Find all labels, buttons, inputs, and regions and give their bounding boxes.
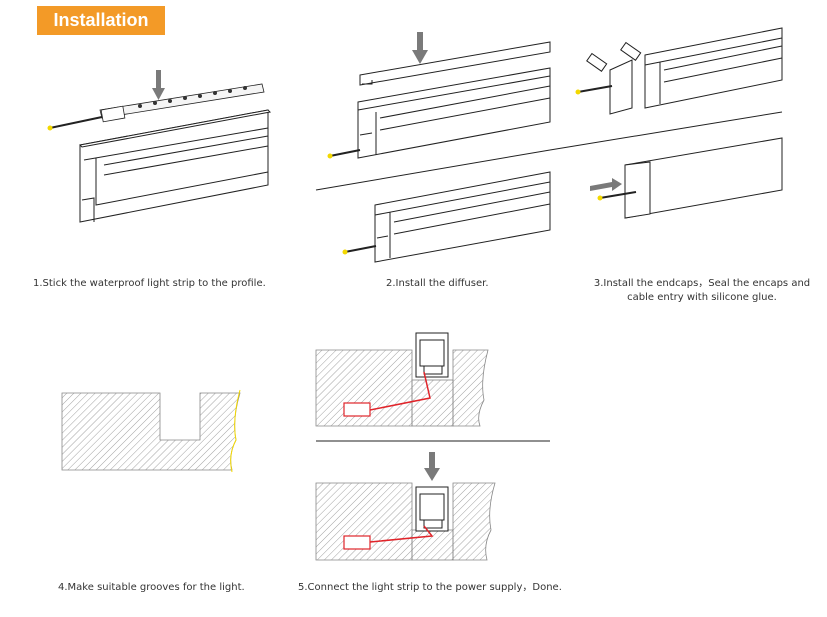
profile-in-groove (415, 332, 449, 378)
hatched-ground-top (315, 349, 489, 427)
step5-illustration (315, 332, 550, 561)
profile-installed (415, 486, 449, 532)
divider-line (315, 149, 551, 191)
right-arrow-icon (590, 178, 622, 191)
power-supply-icon (343, 402, 371, 417)
step5-caption: 5.Connect the light strip to the power s… (298, 582, 562, 593)
divider-line (549, 111, 783, 151)
section-title: Installation (37, 6, 165, 35)
step3-caption-line2: cable entry with silicone glue. (627, 292, 777, 303)
profile-with-diffuser (374, 171, 551, 263)
power-supply-icon (343, 535, 371, 550)
diffuser (359, 41, 551, 86)
hatched-ground (61, 392, 241, 471)
step2-illustration (315, 32, 551, 263)
down-arrow-icon (424, 452, 440, 481)
step2-caption: 2.Install the diffuser. (386, 278, 489, 289)
down-arrow-icon (412, 32, 428, 64)
down-arrow-icon (152, 70, 165, 100)
step4-caption: 4.Make suitable grooves for the light. (58, 582, 245, 593)
step4-illustration (61, 389, 241, 473)
step3-caption-line1: 3.Install the endcaps，Seal the encaps an… (593, 278, 811, 289)
hatched-ground-bottom (315, 482, 496, 561)
step1-illustration (47, 70, 272, 223)
profile-channel (78, 109, 272, 223)
endcap-parts (586, 41, 642, 115)
sealed-profile (624, 137, 783, 219)
step1-caption: 1.Stick the waterproof light strip to th… (33, 278, 266, 289)
light-strip (47, 83, 265, 131)
step3-illustration (549, 27, 783, 219)
profile-end (644, 27, 783, 109)
profile-channel (357, 67, 551, 159)
